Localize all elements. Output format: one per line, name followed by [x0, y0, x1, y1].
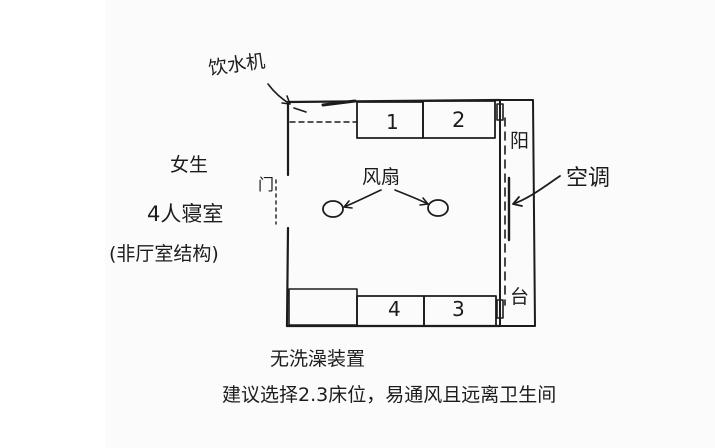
bed-box-3	[423, 295, 497, 327]
bed-number-1: 1	[386, 110, 399, 134]
shower-note: 无洗澡装置	[270, 348, 366, 370]
door-label: 门	[258, 175, 275, 194]
bed-number-4: 4	[388, 297, 401, 321]
room-description-girls: 女生	[170, 154, 209, 176]
fan-left	[322, 200, 344, 218]
balcony-post-top	[496, 103, 504, 121]
balcony-label-bottom: 台	[510, 286, 530, 308]
fan-arrow-left	[343, 189, 382, 209]
fan-right	[427, 199, 449, 217]
fan-arrow-right	[394, 189, 429, 206]
bed-number-3: 3	[452, 297, 465, 321]
bottom-desk-area	[288, 288, 358, 326]
room-left-wall-lower	[285, 226, 290, 328]
air-conditioner-label: 空调	[566, 166, 611, 191]
bed-box-2	[422, 100, 496, 139]
room-description-room: 4人寝室	[147, 202, 224, 226]
balcony-outer-wall	[499, 99, 536, 327]
water-dispenser-mark-small	[293, 107, 307, 113]
water-dispenser-arrow	[267, 83, 291, 105]
paper-background	[105, 0, 715, 448]
balcony-post-bottom	[496, 299, 504, 319]
bed-number-2: 2	[452, 108, 466, 132]
balcony-label-top: 阳	[510, 130, 530, 152]
water-dispenser-mark	[321, 99, 357, 107]
air-conditioner-arrow	[512, 175, 561, 207]
advice-note: 建议选择2.3床位，易通风且远离卫生间	[222, 384, 557, 406]
room-description-structure: (非厅室结构)	[109, 243, 219, 265]
fan-label: 风扇	[362, 166, 401, 188]
